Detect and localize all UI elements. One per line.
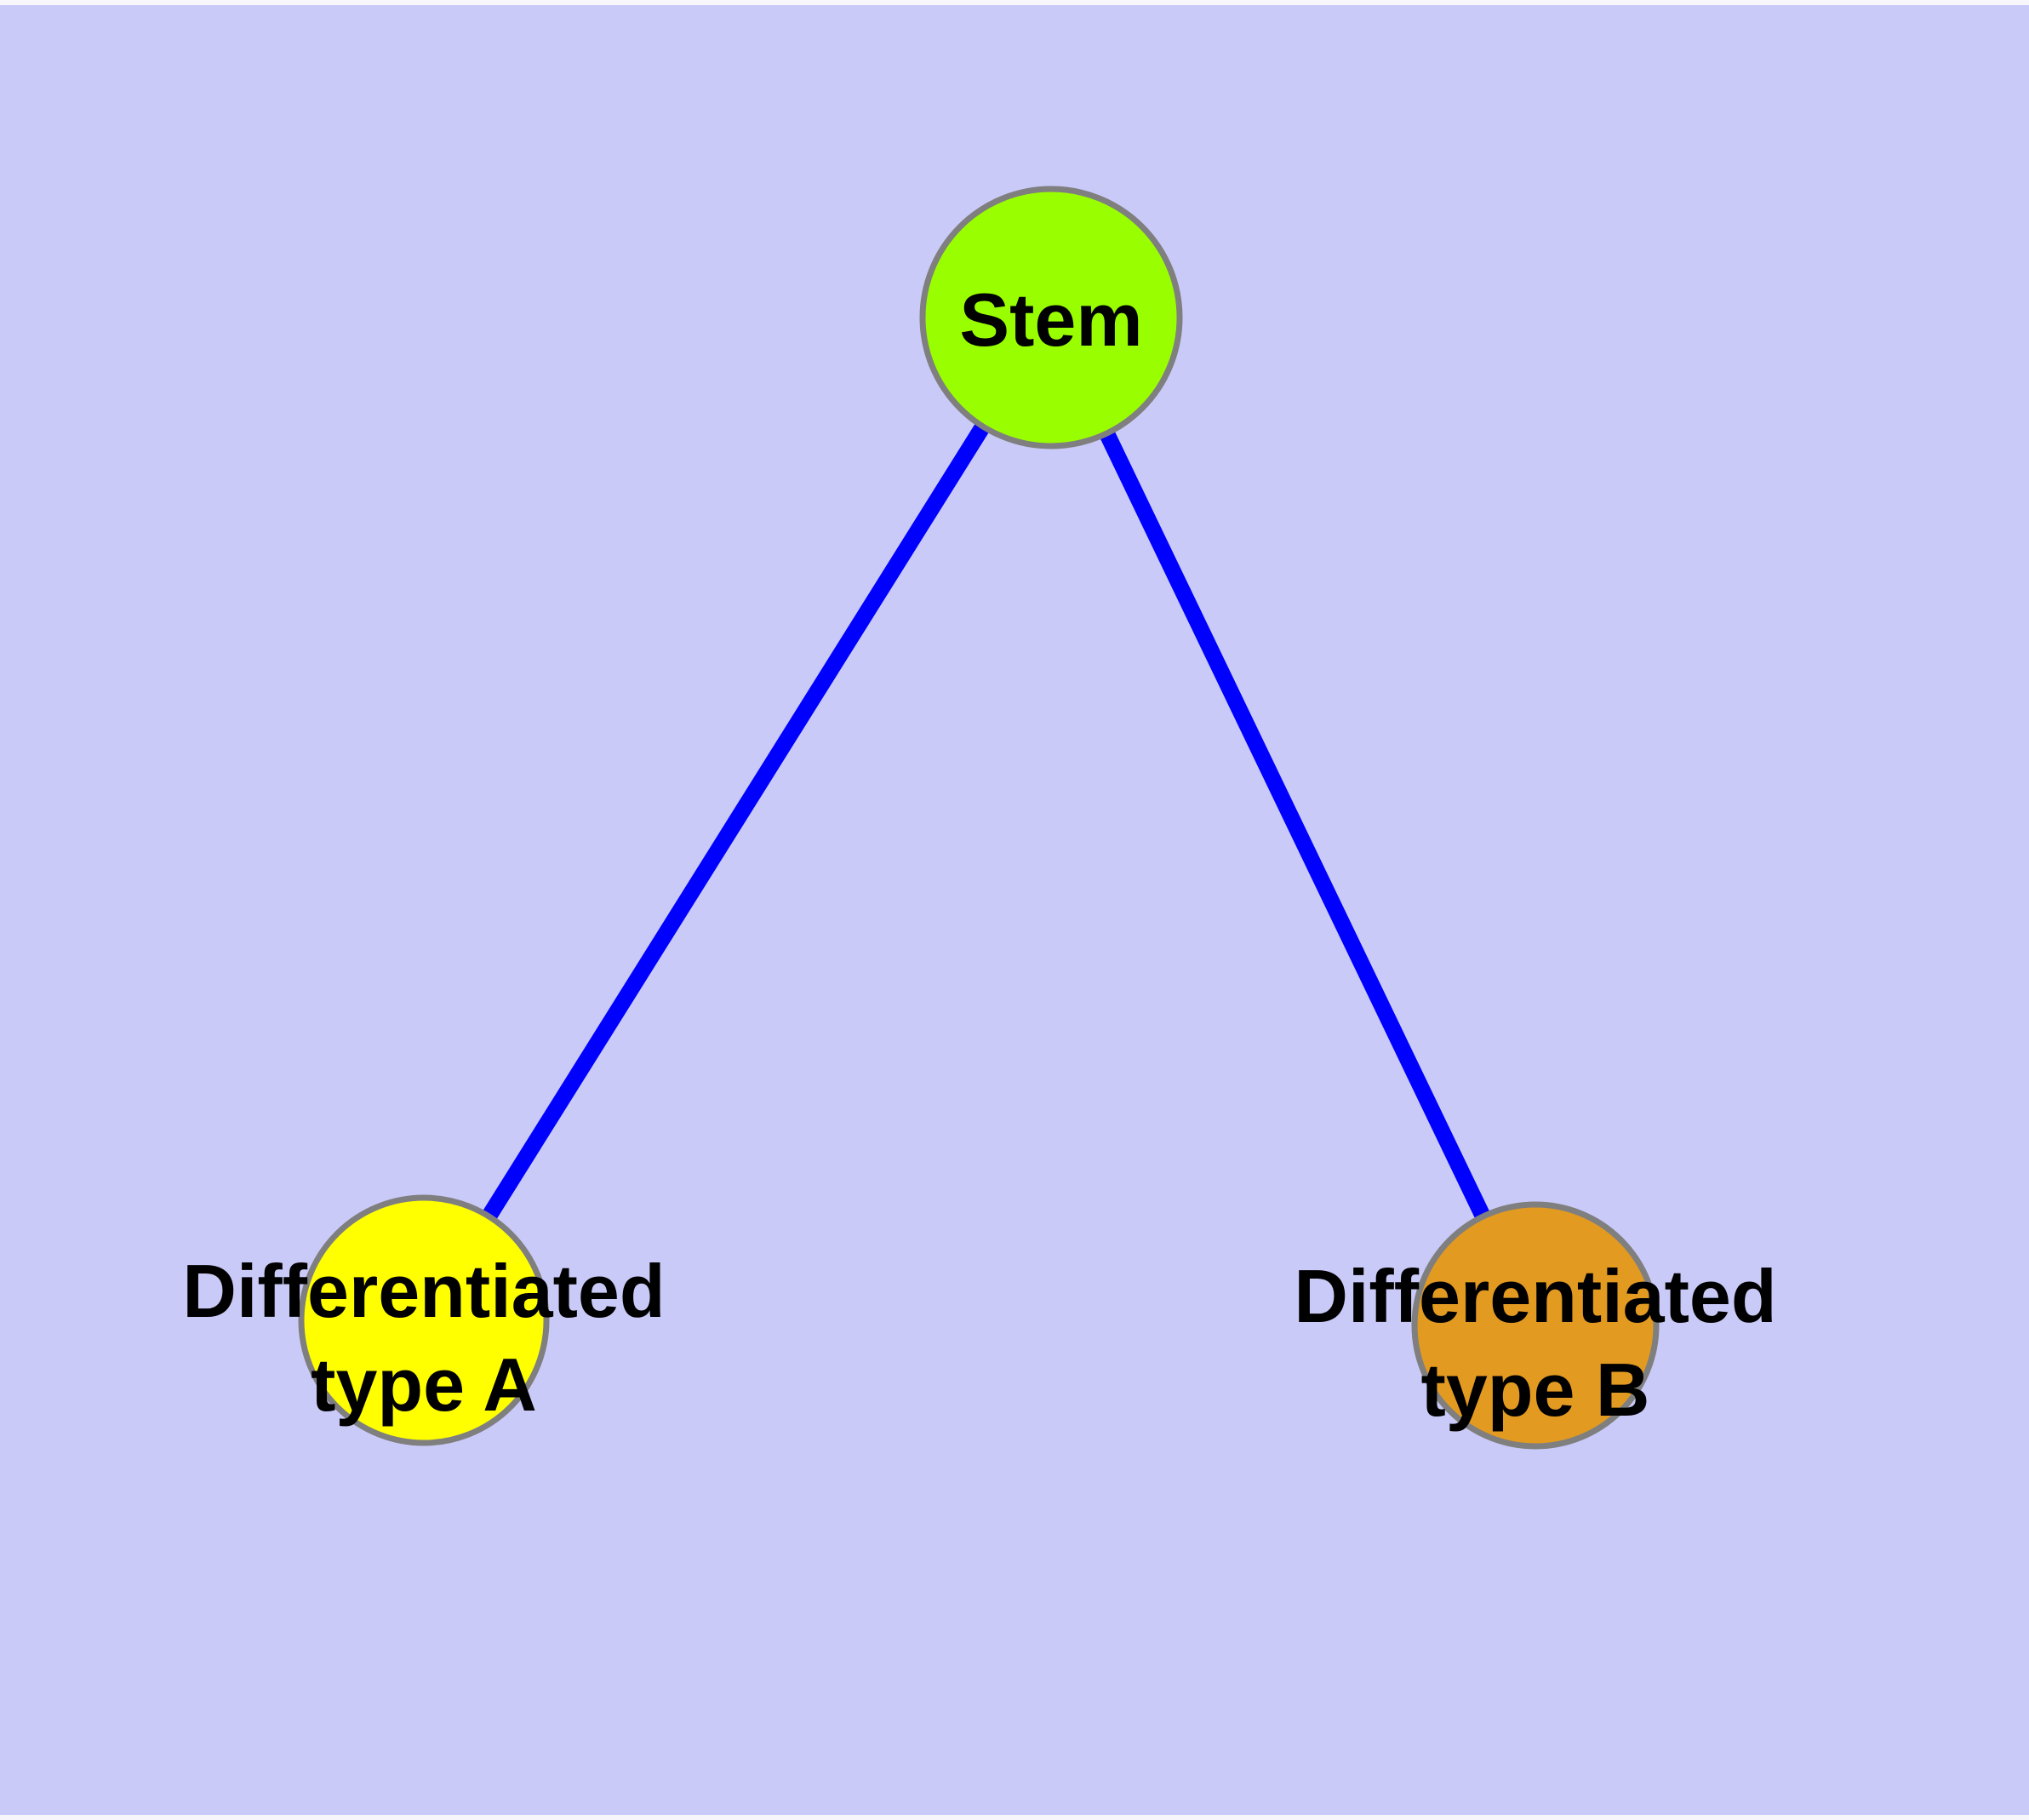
edge-layer (416, 312, 1543, 1330)
type-b-node-circle (1411, 1201, 1660, 1450)
type-b-node-label-line1: Differentiated (1294, 1254, 1776, 1338)
edge-stem-to-type-a (416, 312, 1059, 1325)
node-differentiated-type-a: Differentiated type A (182, 1194, 666, 1446)
bottom-edge-strip (0, 1815, 2029, 1820)
top-edge-strip (0, 0, 2029, 5)
node-stem: Stem (919, 186, 1183, 449)
type-a-node-label-line2: type A (311, 1342, 537, 1427)
type-a-node-label-line1: Differentiated (182, 1249, 665, 1333)
edge-stem-to-type-b (1043, 313, 1543, 1330)
node-differentiated-type-b: Differentiated type B (1294, 1201, 1777, 1450)
stem-node-circle (919, 186, 1183, 449)
type-a-node-circle (298, 1194, 550, 1446)
stem-node-label: Stem (959, 278, 1142, 362)
type-b-node-label-line2: type B (1421, 1348, 1650, 1432)
